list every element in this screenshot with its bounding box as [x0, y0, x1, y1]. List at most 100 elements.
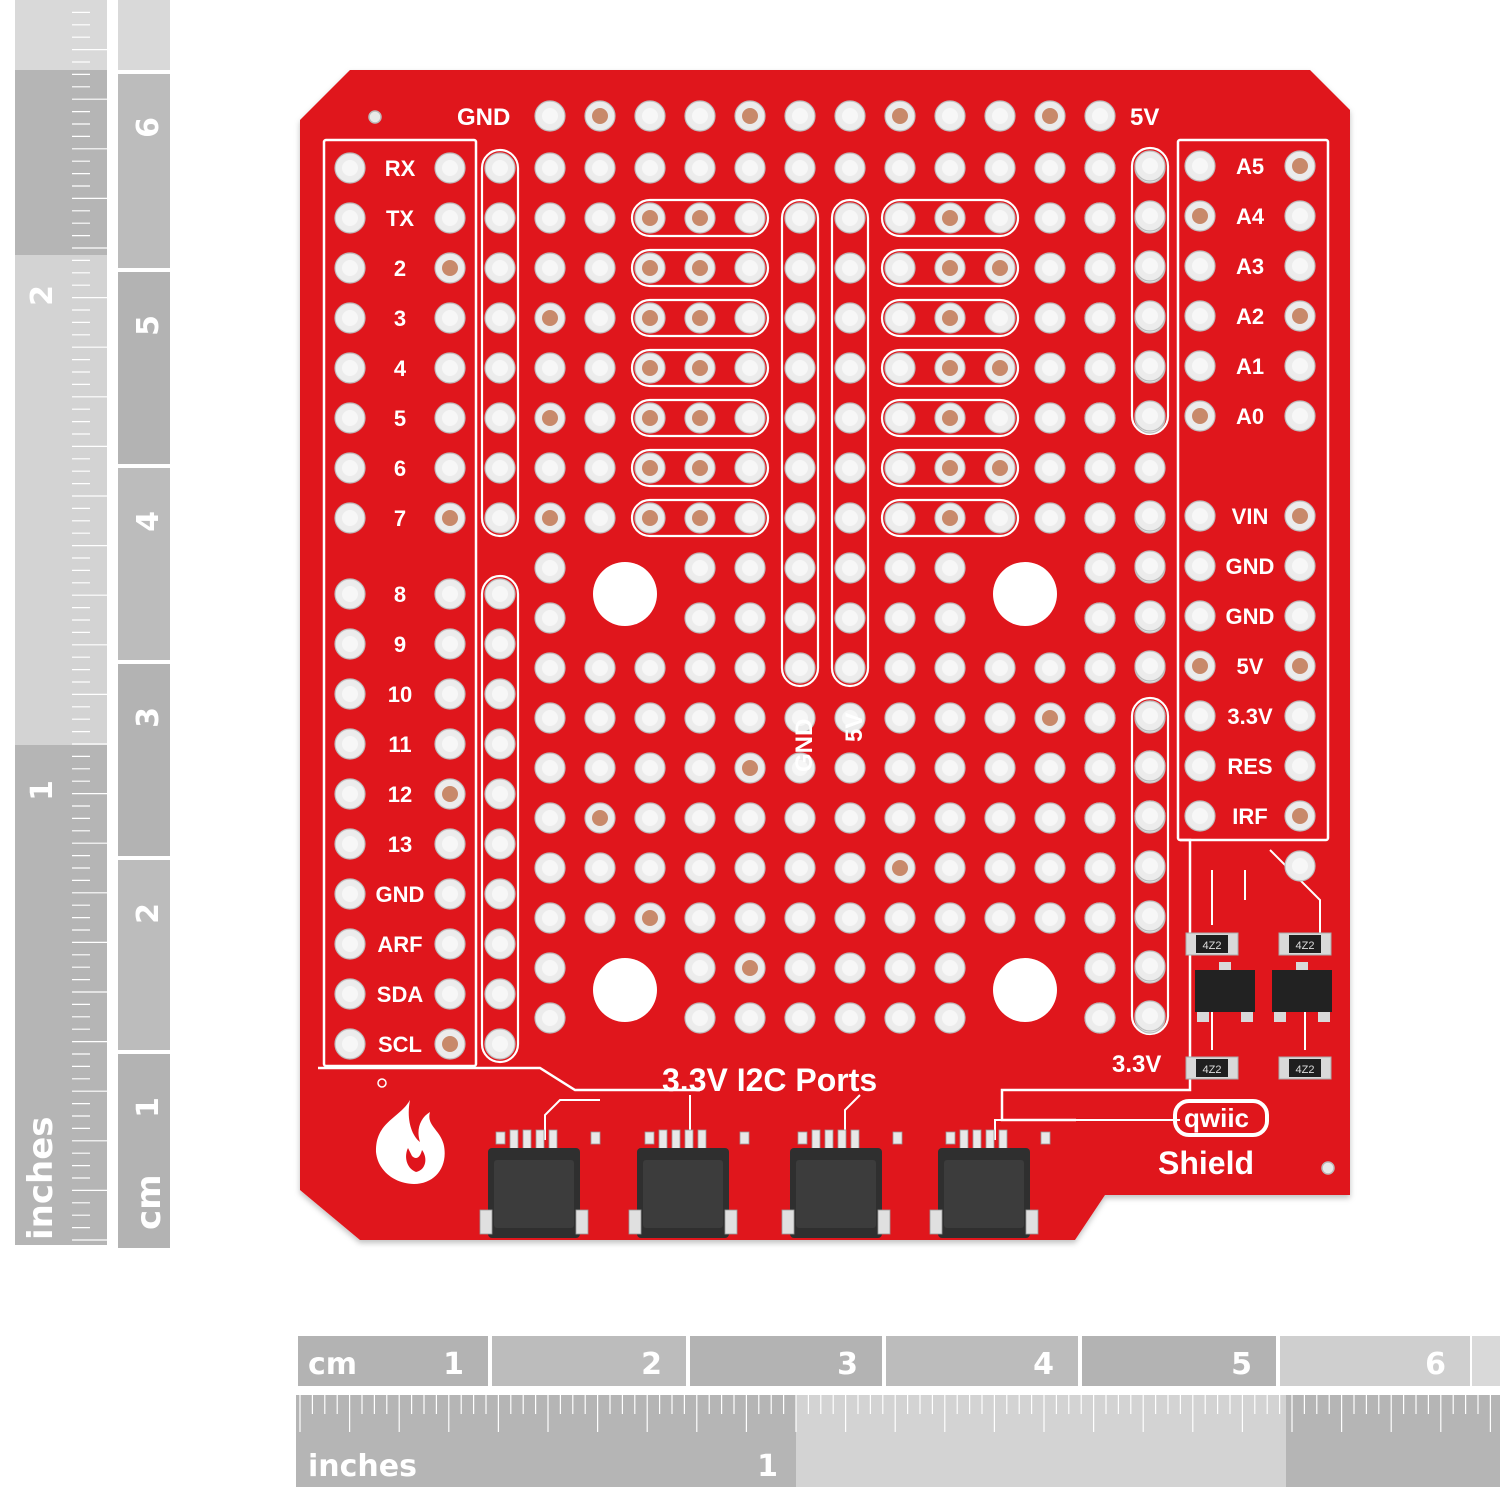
left-header-rail-pad: [484, 302, 516, 334]
right-rail-pad: [1134, 150, 1166, 182]
through-hole-pad: [684, 952, 716, 984]
through-hole-pad: [584, 352, 616, 384]
left-rail-outline-upper: [480, 148, 520, 538]
through-hole-pad: [684, 352, 716, 384]
through-hole-pad: [934, 902, 966, 934]
through-hole-pad: [634, 402, 666, 434]
through-hole-pad: [1034, 752, 1066, 784]
right-header-pad: [1184, 150, 1216, 182]
right-header-pad: [1284, 250, 1316, 282]
through-hole-pad: [1084, 552, 1116, 584]
through-hole-pad: [984, 202, 1016, 234]
ruler-cm-number: 5: [131, 315, 166, 336]
qwiic-connector[interactable]: [781, 1129, 903, 1238]
through-hole-pad: [684, 652, 716, 684]
through-hole-pad: [684, 452, 716, 484]
qwiic-connector[interactable]: [628, 1129, 750, 1238]
dip-strip-left: [630, 298, 770, 338]
right-header-pad: [1284, 650, 1316, 682]
through-hole-pad: [534, 952, 566, 984]
through-hole-pad: [784, 752, 816, 784]
through-hole-pad: [584, 252, 616, 284]
through-hole-pad: [984, 802, 1016, 834]
right-header-pad: [1184, 650, 1216, 682]
through-hole-pad: [984, 402, 1016, 434]
left-header-label: 8: [394, 582, 406, 607]
mounting-hole: [593, 958, 657, 1022]
dip-strip-right: [880, 448, 1020, 488]
3v3-rail-pad: [1134, 1000, 1166, 1032]
through-hole-pad: [884, 1002, 916, 1034]
through-hole-pad: [1084, 152, 1116, 184]
through-hole-pad: [684, 1002, 716, 1034]
through-hole-pad: [534, 902, 566, 934]
through-hole-pad: [834, 152, 866, 184]
through-hole-pad: [834, 902, 866, 934]
fiducial-top: [368, 110, 382, 124]
through-hole-pad: [684, 302, 716, 334]
left-header-pad: [334, 252, 366, 284]
through-hole-pad: [784, 802, 816, 834]
through-hole-pad: [734, 152, 766, 184]
through-hole-pad: [584, 902, 616, 934]
through-hole-pad: [1084, 1002, 1116, 1034]
ruler-inch-number: 1: [757, 1449, 778, 1484]
through-hole-pad: [634, 202, 666, 234]
through-hole-pad: [684, 702, 716, 734]
ruler-cm-number: 5: [1231, 1347, 1252, 1382]
through-hole-pad: [734, 752, 766, 784]
through-hole-pad: [1034, 902, 1066, 934]
through-hole-pad: [634, 802, 666, 834]
left-header-rail-pad: [484, 252, 516, 284]
ruler-cm-label: cm: [308, 1347, 357, 1382]
through-hole-pad: [584, 402, 616, 434]
through-hole-pad: [784, 902, 816, 934]
dip-strip-left: [630, 348, 770, 388]
qwiic-connector[interactable]: [479, 1129, 601, 1238]
ruler-cm-number: 1: [131, 1097, 166, 1118]
through-hole-pad: [1034, 402, 1066, 434]
dip-strip-right: [880, 398, 1020, 438]
left-header-pad: [434, 678, 466, 710]
through-hole-pad: [734, 652, 766, 684]
ruler-inch-segment: [15, 70, 107, 255]
through-hole-pad: [634, 652, 666, 684]
through-hole-pad: [834, 752, 866, 784]
ruler-cm-number: 3: [131, 707, 166, 728]
through-hole-pad: [784, 452, 816, 484]
left-header-pad: [334, 828, 366, 860]
right-rail-pad: [1134, 250, 1166, 282]
bottom-region-outline: [318, 1066, 700, 1092]
through-hole-pad: [884, 852, 916, 884]
through-hole-pad: [834, 452, 866, 484]
top-power-pad: [784, 100, 816, 132]
through-hole-pad: [584, 702, 616, 734]
center-5v-rail-outline: [830, 198, 870, 688]
through-hole-pad: [884, 152, 916, 184]
through-hole-pad: [684, 502, 716, 534]
3v3-rail-pad: [1134, 950, 1166, 982]
through-hole-pad: [734, 852, 766, 884]
left-header-pad: [334, 978, 366, 1010]
left-header-label: 7: [394, 506, 406, 531]
left-header-pad: [334, 728, 366, 760]
through-hole-pad: [934, 952, 966, 984]
right-rail-pad: [1134, 600, 1166, 632]
through-hole-pad: [884, 552, 916, 584]
i2c-ports-title: 3.3V I2C Ports: [662, 1062, 877, 1098]
through-hole-pad: [584, 652, 616, 684]
through-hole-pad: [784, 302, 816, 334]
ruler-cm-segment: [1082, 1336, 1276, 1386]
smd-resistor: 4Z2: [1185, 1056, 1239, 1080]
right-rail-pad: [1134, 200, 1166, 232]
left-header-rail-pad: [484, 578, 516, 610]
ruler-inch-segment: [15, 745, 107, 1245]
through-hole-pad: [534, 552, 566, 584]
through-hole-pad: [734, 352, 766, 384]
qwiic-connector[interactable]: [929, 1129, 1051, 1238]
ruler-inch-number: 2: [25, 285, 60, 306]
through-hole-pad: [1084, 352, 1116, 384]
through-hole-pad: [684, 552, 716, 584]
through-hole-pad: [634, 152, 666, 184]
